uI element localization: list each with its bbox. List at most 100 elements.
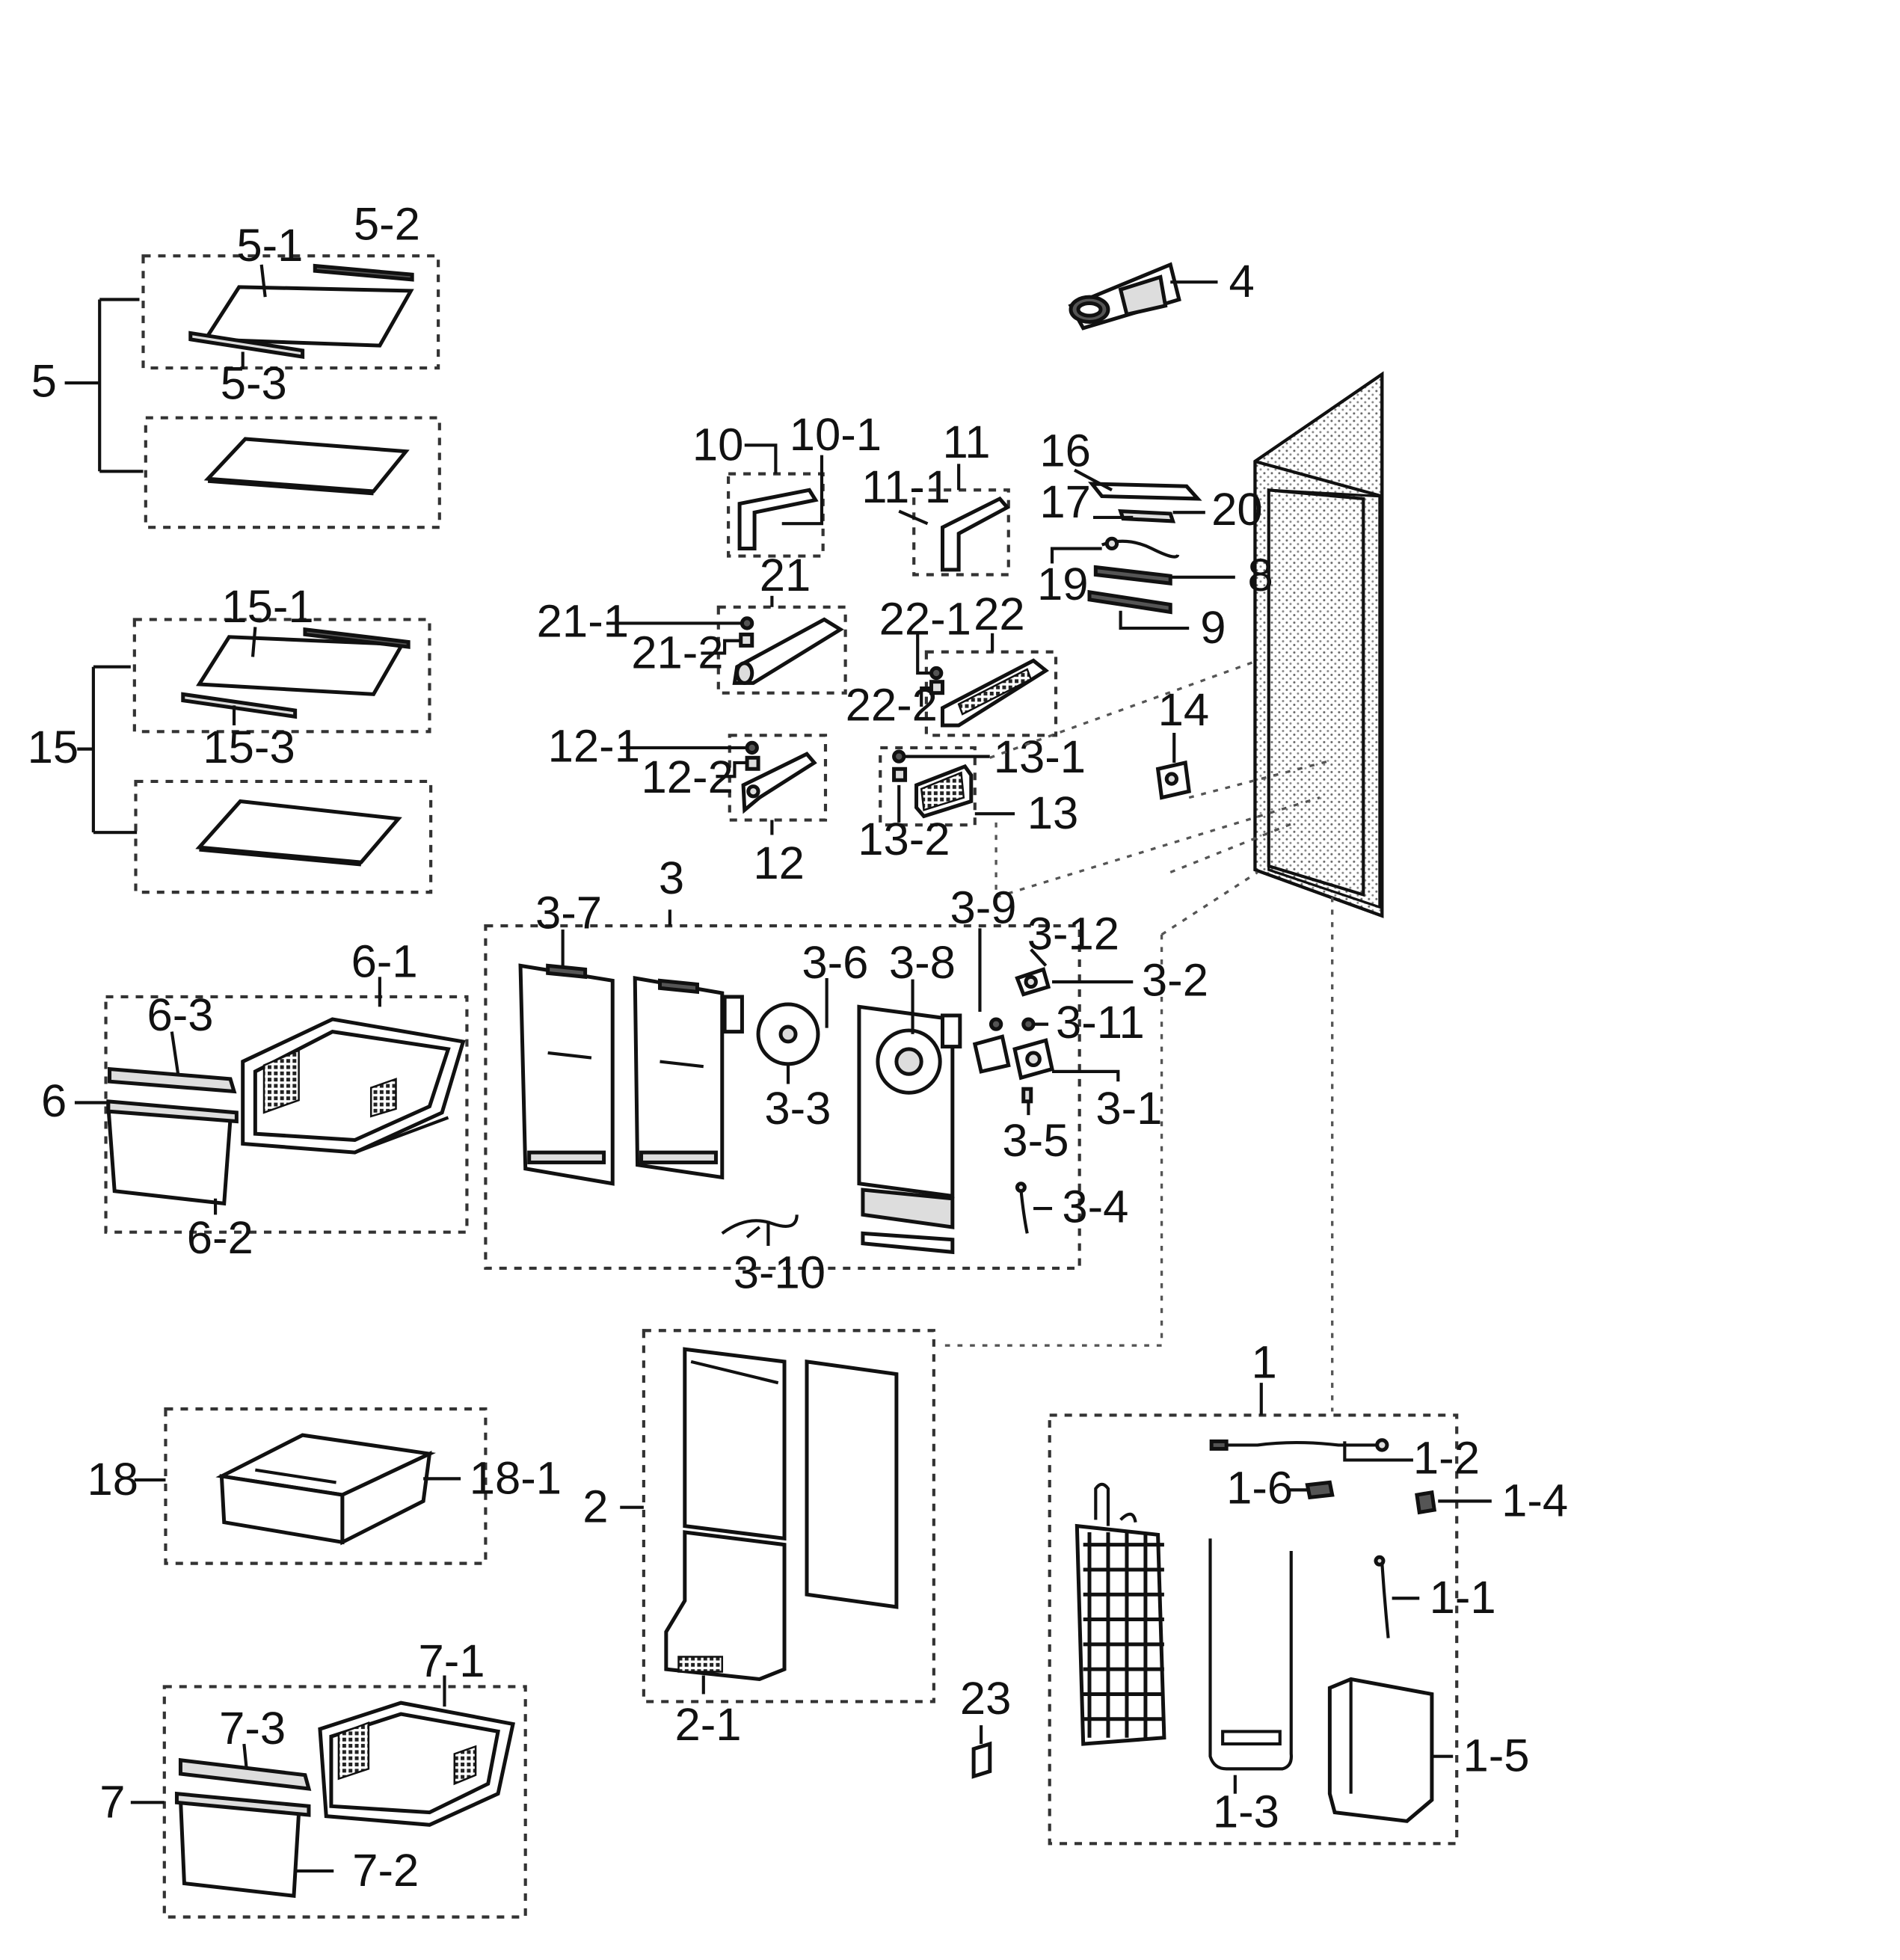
tray-18-1[interactable] [215, 1433, 437, 1546]
part-12-1[interactable] [745, 740, 759, 755]
box-15-2 [134, 779, 433, 894]
part-3-7-panel-rear[interactable] [633, 976, 744, 1180]
cabinet-liner [1253, 371, 1384, 918]
part-3-4-sensor[interactable] [1015, 1182, 1029, 1234]
label-3-8: 3-8 [889, 937, 956, 989]
part-3-11[interactable] [1021, 1017, 1036, 1031]
shelf-glass-5-1[interactable] [202, 285, 414, 348]
part-3-7-panel[interactable] [518, 963, 615, 1186]
label-7-2: 7-2 [352, 1845, 419, 1896]
part-19-wire[interactable] [1101, 536, 1180, 559]
label-3-12: 3-12 [1027, 909, 1119, 960]
shelf-glass-15-second[interactable] [195, 799, 402, 867]
label-5-2: 5-2 [354, 199, 420, 251]
part-10-bracket[interactable] [737, 488, 819, 551]
part-13-1[interactable] [892, 749, 906, 764]
part-8[interactable] [1093, 565, 1172, 586]
label-5-3: 5-3 [221, 358, 287, 410]
label-1-4: 1-4 [1501, 1475, 1568, 1526]
label-12-2: 12-2 [642, 752, 734, 803]
part-9[interactable] [1087, 589, 1172, 615]
label-5-1: 5-1 [236, 220, 303, 271]
label-23: 23 [960, 1673, 1012, 1724]
box-18 [164, 1407, 488, 1565]
part-11-bracket[interactable] [941, 496, 1011, 572]
part-21-1[interactable] [740, 616, 754, 630]
drawer-bin-7-1[interactable] [318, 1701, 516, 1827]
part-1-5-cover[interactable] [1327, 1677, 1434, 1823]
part-13-2[interactable] [892, 767, 908, 782]
label-15-3: 15-3 [203, 722, 295, 773]
group-5-shelf-assembly: 5 5-1 5-2 5-3 [31, 199, 441, 529]
drawer-front-7-2[interactable] [174, 1791, 311, 1898]
part-2-panel-lower[interactable] [664, 1530, 787, 1682]
shelf-glass-5-second[interactable] [203, 437, 410, 496]
part-3-2[interactable] [1015, 967, 1051, 997]
label-6-1: 6-1 [351, 936, 418, 987]
group-6-drawer-assembly: 6-1 6-3 6 6-2 [41, 936, 469, 1264]
label-15: 15 [28, 722, 79, 773]
drawer-bin-6-1[interactable] [241, 1017, 466, 1155]
label-2: 2 [582, 1481, 608, 1533]
part-3-3-fan[interactable] [756, 1002, 820, 1066]
part-14[interactable]: 14 [1155, 684, 1210, 800]
group-7-drawer-assembly: 7-1 7-3 7 7-2 [99, 1635, 527, 1919]
part-12-2[interactable] [745, 755, 760, 771]
part-23[interactable]: 23 [960, 1673, 1012, 1779]
part-3-5[interactable] [1021, 1087, 1033, 1104]
box-5-2 [144, 416, 441, 529]
part-3-12[interactable] [989, 1017, 1003, 1031]
part-3-8-fan-housing[interactable] [857, 1004, 962, 1255]
part-21-housing[interactable] [732, 617, 844, 685]
box-2 [642, 1329, 935, 1704]
label-4: 4 [1229, 256, 1254, 307]
part-evaporator-coil[interactable] [1074, 1482, 1166, 1746]
shelf-trim-15-2[interactable] [303, 627, 411, 649]
part-2-panel-upper[interactable] [683, 1347, 787, 1541]
shelf-trim-15-3[interactable] [181, 692, 298, 719]
part-3-10-harness[interactable] [721, 1214, 799, 1238]
part-2-insulation[interactable] [805, 1359, 899, 1609]
label-13: 13 [1027, 787, 1079, 839]
label-17: 17 [1039, 476, 1091, 528]
group-18-tray-assembly: 18 18-1 [87, 1407, 562, 1565]
label-12: 12 [753, 838, 805, 889]
part-22-1[interactable] [929, 666, 944, 681]
label-3-6: 3-6 [802, 937, 868, 989]
drawer-cover-6-3[interactable] [108, 1066, 237, 1094]
part-1-3-heater[interactable] [1208, 1538, 1294, 1771]
part-21-2[interactable] [739, 632, 754, 648]
shelf-trim-5-2[interactable] [313, 263, 414, 282]
label-3-10: 3-10 [734, 1247, 826, 1299]
part-3-1-motor[interactable] [1012, 1038, 1054, 1081]
shelf-trim-5-3[interactable] [188, 331, 305, 360]
label-6: 6 [41, 1075, 67, 1127]
label-21: 21 [760, 550, 811, 601]
label-18: 18 [87, 1454, 139, 1505]
part-1-1-sensor[interactable] [1374, 1555, 1390, 1638]
part-1-4[interactable] [1415, 1490, 1437, 1515]
part-16[interactable] [1088, 482, 1202, 501]
label-3-4: 3-4 [1062, 1181, 1128, 1232]
label-16: 16 [1039, 426, 1091, 477]
part-12-bracket[interactable] [741, 752, 817, 814]
label-1-3: 1-3 [1213, 1787, 1279, 1838]
part-13-housing[interactable] [914, 764, 974, 819]
part-3-9-motor[interactable] [972, 1034, 1011, 1074]
part-22-housing[interactable] [941, 658, 1050, 728]
label-3-1: 3-1 [1095, 1083, 1162, 1134]
drawer-front-6-2[interactable] [106, 1099, 239, 1206]
part-4-control-housing[interactable]: 4 [1068, 256, 1255, 331]
part-1-6[interactable] [1305, 1480, 1335, 1500]
box-3 [484, 924, 1081, 1271]
label-19: 19 [1037, 559, 1089, 610]
shelf-glass-15-1[interactable] [196, 635, 406, 696]
group-22-housing: 22 22-1 22-2 [846, 589, 1058, 737]
part-2-1-grille[interactable] [677, 1656, 724, 1673]
label-2-1: 2-1 [675, 1699, 742, 1751]
group-10-bracket: 10 10-1 [692, 409, 882, 558]
label-3-11: 3-11 [1056, 997, 1145, 1048]
label-6-2: 6-2 [187, 1212, 253, 1264]
drawer-cover-7-3[interactable] [178, 1757, 312, 1791]
part-1-2-harness[interactable] [1209, 1438, 1389, 1452]
